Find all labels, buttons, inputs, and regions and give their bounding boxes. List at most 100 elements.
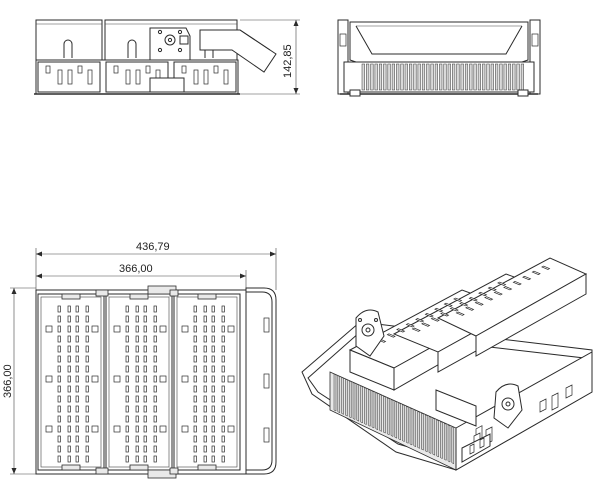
vent-slot — [85, 335, 89, 343]
vent-slot — [449, 307, 459, 312]
vent-slot — [203, 415, 207, 423]
vent-slot — [85, 405, 89, 413]
vent-slot — [153, 455, 157, 463]
vent-slot — [135, 445, 139, 453]
vent-slot — [125, 405, 129, 413]
vent-slot — [135, 405, 139, 413]
vent-slot — [203, 455, 207, 463]
vent-slot — [67, 405, 71, 413]
housing-depth-dimension-label: 366,00 — [2, 364, 14, 398]
vent-slot — [57, 365, 61, 373]
vent-slot — [125, 415, 129, 423]
vent-slot — [75, 415, 79, 423]
module-tab — [129, 293, 149, 300]
vent-slot — [153, 445, 157, 453]
vent-slot — [143, 405, 147, 413]
vent-slot — [75, 315, 79, 323]
heatsink-fin — [404, 63, 408, 91]
heatsink-fin — [367, 388, 371, 427]
vent-slot — [221, 435, 225, 443]
vent-slot — [143, 305, 147, 313]
vent-slot — [193, 365, 197, 373]
vent-slot — [57, 305, 61, 313]
vent-slot — [125, 355, 129, 363]
heatsink-fin — [477, 63, 481, 91]
heatsink-fin — [379, 393, 382, 432]
vent-slot — [221, 355, 225, 363]
vent-slot — [85, 415, 89, 423]
heatsink-fin — [443, 422, 447, 461]
heatsink-fin — [417, 410, 420, 449]
vent-slot — [67, 415, 71, 423]
vent-slot — [143, 365, 147, 373]
vent-slot — [85, 305, 89, 313]
heatsink-fin — [452, 63, 456, 91]
heatsink-fin — [495, 63, 499, 91]
heatsink-fin — [348, 380, 352, 419]
vent-slot — [211, 415, 215, 423]
vent-slot — [153, 395, 157, 403]
vent-slot — [67, 445, 71, 453]
heatsink-fin — [451, 426, 455, 465]
overall-width-dimension-label: 436,79 — [136, 241, 170, 253]
heatsink-fin — [409, 63, 413, 91]
vent-slot — [135, 305, 139, 313]
vent-slot — [203, 405, 207, 413]
vent-slot — [57, 445, 61, 453]
vent-slot — [75, 385, 79, 393]
vent-slot — [45, 375, 53, 383]
vent-slot — [75, 335, 79, 343]
vent-slot — [221, 315, 225, 323]
vent-slot — [85, 325, 89, 333]
vent-slot — [203, 385, 207, 393]
vent-slot — [221, 375, 225, 383]
vent-slot — [57, 425, 61, 433]
vent-slot — [67, 425, 71, 433]
heatsink-fin — [424, 414, 428, 453]
height-dimension-label: 142,85 — [282, 44, 294, 78]
vent-slot — [153, 425, 157, 433]
vent-slot — [125, 365, 129, 373]
vent-slot — [221, 415, 225, 423]
heatsink-fin — [341, 376, 344, 415]
vent-slot — [203, 445, 207, 453]
isometric-view — [301, 257, 593, 471]
vent-slot — [75, 355, 79, 363]
heatsink-fin — [421, 63, 426, 91]
vent-slot — [203, 375, 207, 383]
heatsink-fin — [352, 382, 356, 420]
vent-slot — [430, 317, 440, 322]
vent-slot — [57, 415, 61, 423]
vent-slot — [67, 305, 71, 313]
heatsink-fin — [413, 63, 417, 91]
heatsink-fin — [333, 373, 337, 412]
heatsink-fin — [409, 407, 413, 446]
vent-slot — [193, 395, 197, 403]
vent-slot — [143, 325, 147, 333]
heatsink-fin — [464, 63, 469, 91]
vent-slot — [181, 325, 189, 333]
vent-slot — [211, 455, 215, 463]
vent-slot — [143, 425, 147, 433]
heatsink-fin — [413, 409, 417, 448]
vent-slot — [85, 375, 89, 383]
vent-slot — [125, 335, 129, 343]
vent-slot — [484, 296, 494, 301]
heatsink-fin — [486, 63, 490, 91]
vent-slot — [143, 335, 147, 343]
vent-slot — [443, 302, 453, 307]
vent-slot — [91, 325, 99, 333]
vent-slot — [211, 395, 215, 403]
vent-slot — [67, 435, 71, 443]
heatsink-fin — [405, 405, 409, 444]
heatsink-fin — [469, 63, 473, 91]
vent-slot — [57, 395, 61, 403]
heatsink-fin — [400, 63, 404, 91]
pivot-gear-left — [355, 309, 385, 357]
vent-slot — [227, 425, 235, 433]
vent-slot — [522, 275, 532, 281]
vent-slot — [125, 305, 129, 313]
vent-slot — [143, 455, 147, 463]
heatsink-fin — [432, 417, 436, 456]
